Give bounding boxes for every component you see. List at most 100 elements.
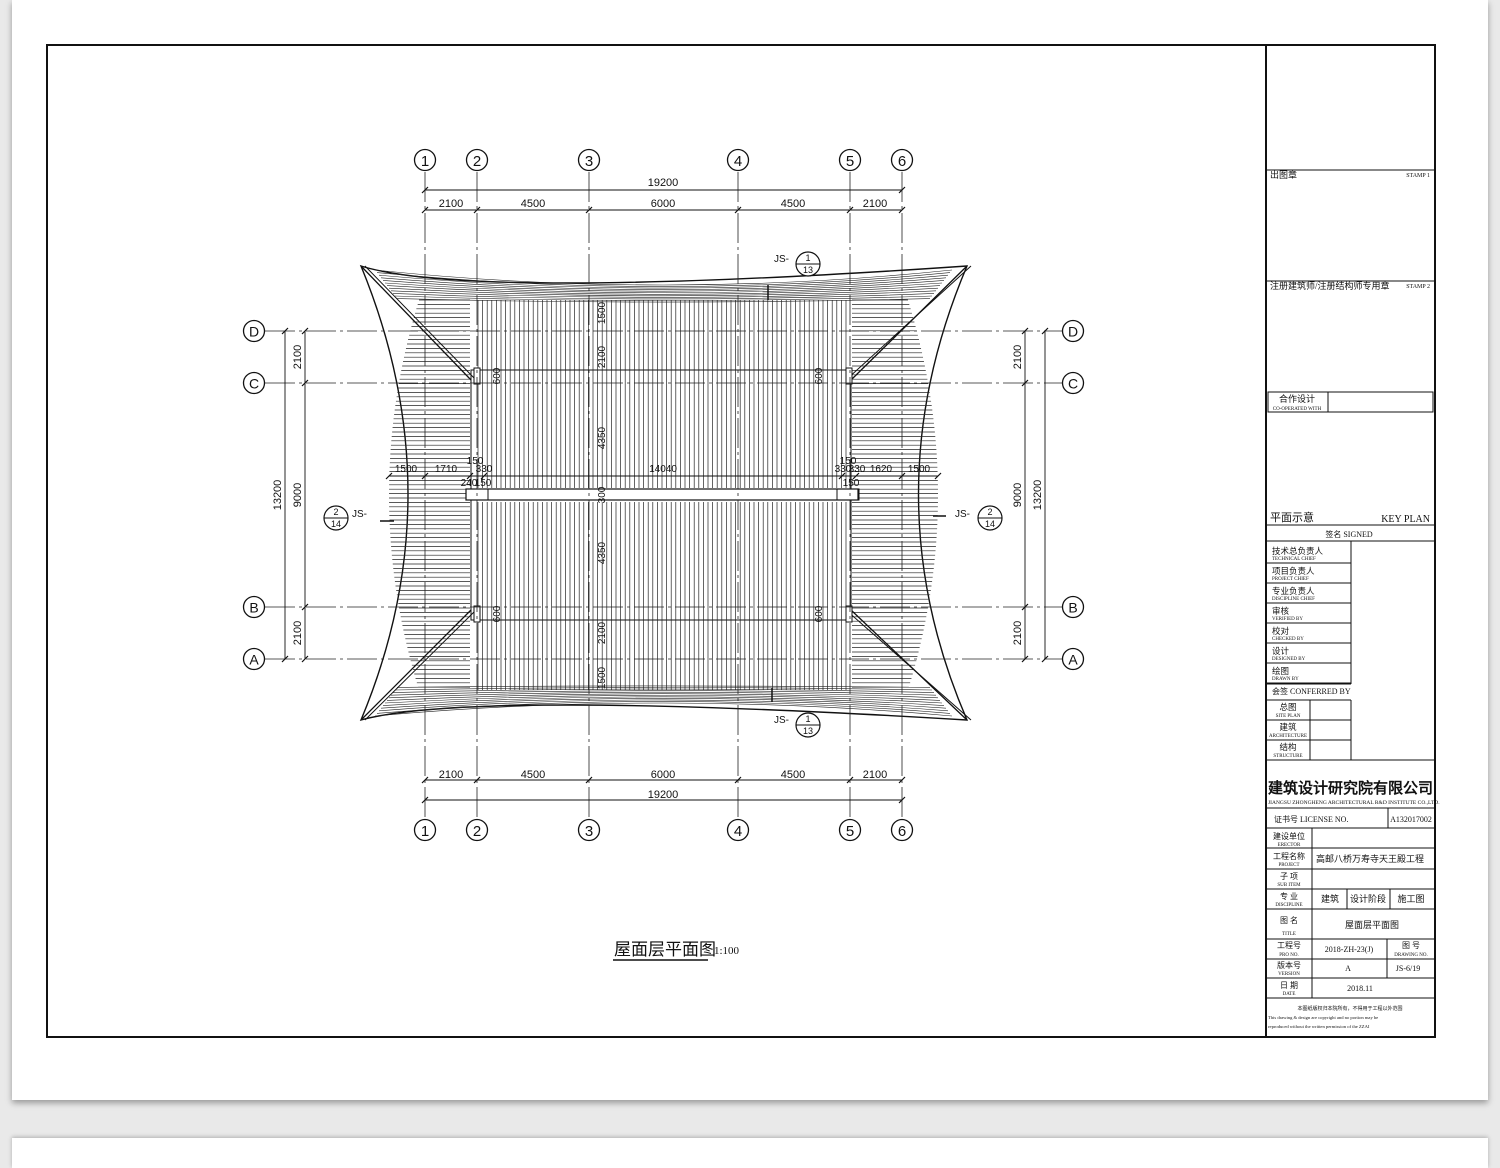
drawno-en: DRAWING NO. — [1394, 953, 1427, 958]
svg-text:1: 1 — [421, 153, 429, 170]
role-en: PROJECT CHIEF — [1272, 577, 1309, 582]
dim-tick — [934, 472, 942, 480]
dim-600-1: 600 — [492, 367, 503, 384]
license-no: A132017002 — [1390, 815, 1432, 824]
dim-inner-4: 300 — [597, 486, 608, 503]
eave-line — [386, 693, 941, 701]
eave-line — [376, 272, 951, 287]
role-label: 技术总负责人 — [1272, 546, 1324, 556]
dim-tick — [1021, 379, 1029, 387]
dim-tick — [1021, 327, 1029, 335]
dim-tick — [846, 206, 854, 214]
signed-label: 签名 SIGNED — [1325, 529, 1373, 539]
dim-tick — [281, 655, 289, 663]
dim-tick — [898, 472, 906, 480]
dim-top-1: 2100 — [439, 198, 463, 210]
svg-text:3: 3 — [585, 823, 593, 840]
dim-inner-5: 4350 — [597, 541, 608, 564]
dim-ridge-3: 330 — [476, 464, 493, 475]
svg-text:A: A — [249, 652, 259, 668]
cooperated-label: 合作设计 — [1279, 393, 1315, 404]
version-value: A — [1345, 964, 1351, 973]
stage-value: 施工图 — [1397, 893, 1424, 904]
grid-bubble-D: D — [1061, 319, 1085, 343]
conferred-row-en: SITE PLAN — [1276, 714, 1301, 719]
role-label: 专业负责人 — [1272, 586, 1315, 596]
dim-left-2: 9000 — [292, 483, 304, 507]
eave-line — [376, 701, 951, 714]
dim-top-total: 19200 — [648, 177, 679, 189]
dim-tick — [421, 206, 429, 214]
cooperated-en: CO-OPERATED WITH — [1273, 407, 1322, 412]
grid-bubble-B: B — [242, 595, 266, 619]
eave-line — [392, 688, 935, 693]
grid-bubble-2: 2 — [465, 148, 489, 172]
grid-bubble-C: C — [1061, 371, 1085, 395]
dim-tick — [301, 379, 309, 387]
grid-bubble-6: 6 — [890, 148, 914, 172]
dim-tick — [480, 472, 488, 480]
dim-tick — [734, 776, 742, 784]
dim-tick — [301, 603, 309, 611]
eave-line — [384, 694, 943, 704]
eave-line — [382, 696, 945, 706]
conferred-label: 会签 CONFERRED BY — [1272, 686, 1351, 696]
keyplan-en: KEY PLAN — [1381, 514, 1430, 525]
svg-text:2: 2 — [333, 507, 338, 517]
svg-text:4: 4 — [734, 153, 742, 170]
dim-right-1: 2100 — [1012, 345, 1024, 369]
dim-tick — [1021, 603, 1029, 611]
eave-line — [382, 280, 945, 292]
dim-tick — [281, 327, 289, 335]
svg-text:A: A — [1068, 652, 1078, 668]
role-label: 绘图 — [1272, 666, 1289, 676]
role-label: 设计 — [1272, 646, 1290, 656]
svg-text:2: 2 — [473, 823, 481, 840]
eave-line — [396, 685, 931, 688]
dim-inner-2: 2100 — [597, 345, 608, 368]
dim-ridge-center: 14040 — [649, 464, 677, 475]
erector-label: 建设单位 — [1273, 831, 1305, 841]
dim-tick — [466, 472, 474, 480]
dim-ridge-small-4: 150 — [475, 478, 492, 489]
post — [845, 605, 853, 623]
projno-label: 工程号 — [1277, 941, 1301, 950]
stamp2-en: STAMP 2 — [1406, 284, 1430, 290]
svg-text:JS-: JS- — [774, 715, 789, 726]
conferred-row-label: 结构 — [1279, 742, 1296, 752]
subitem-en: SUB ITEM — [1277, 883, 1301, 888]
dimension-lines — [281, 186, 1049, 804]
svg-text:5: 5 — [846, 823, 854, 840]
dim-tick — [734, 206, 742, 214]
conferred-row-en: STRUCTURE — [1273, 754, 1302, 759]
stamp2-label: 注册建筑师/注册结构师专用章 — [1270, 280, 1390, 291]
dim-tick — [421, 776, 429, 784]
title-value: 屋面层平面图 — [1345, 920, 1399, 930]
eave-line — [380, 277, 947, 290]
role-en: CHECKED BY — [1272, 637, 1304, 642]
dim-tick — [1041, 655, 1049, 663]
svg-text:C: C — [1068, 376, 1078, 392]
dim-ridge-small-5: 150 — [843, 478, 860, 489]
dim-ridge-6: 1620 — [870, 464, 893, 475]
grid-bubble-A: A — [242, 647, 266, 671]
grid-bubble-1: 1 — [413, 148, 437, 172]
version-label: 版本号 — [1277, 960, 1301, 970]
conferred-row-label: 建筑 — [1279, 722, 1297, 732]
conferred-row-label: 总图 — [1279, 702, 1296, 712]
date-label: 日 期 — [1280, 981, 1298, 990]
svg-text:6: 6 — [898, 823, 906, 840]
version-en: VERSION — [1278, 972, 1300, 977]
dim-top-5: 2100 — [863, 198, 887, 210]
copyright-en-2: reproduced without the written permissio… — [1268, 1024, 1370, 1029]
dim-ridge-4: 330 — [835, 464, 852, 475]
dim-ridge-small-3: 240 — [461, 478, 478, 489]
role-en: DESIGNED BY — [1272, 657, 1306, 662]
signature-rows — [1266, 562, 1351, 684]
dim-tick — [898, 776, 906, 784]
section-mark-right: JS- 2 14 — [933, 505, 1003, 531]
eave-line — [388, 287, 939, 297]
eave-line — [394, 295, 933, 301]
subitem-label: 子 项 — [1280, 872, 1298, 881]
dim-bottom-4: 4500 — [781, 769, 805, 781]
